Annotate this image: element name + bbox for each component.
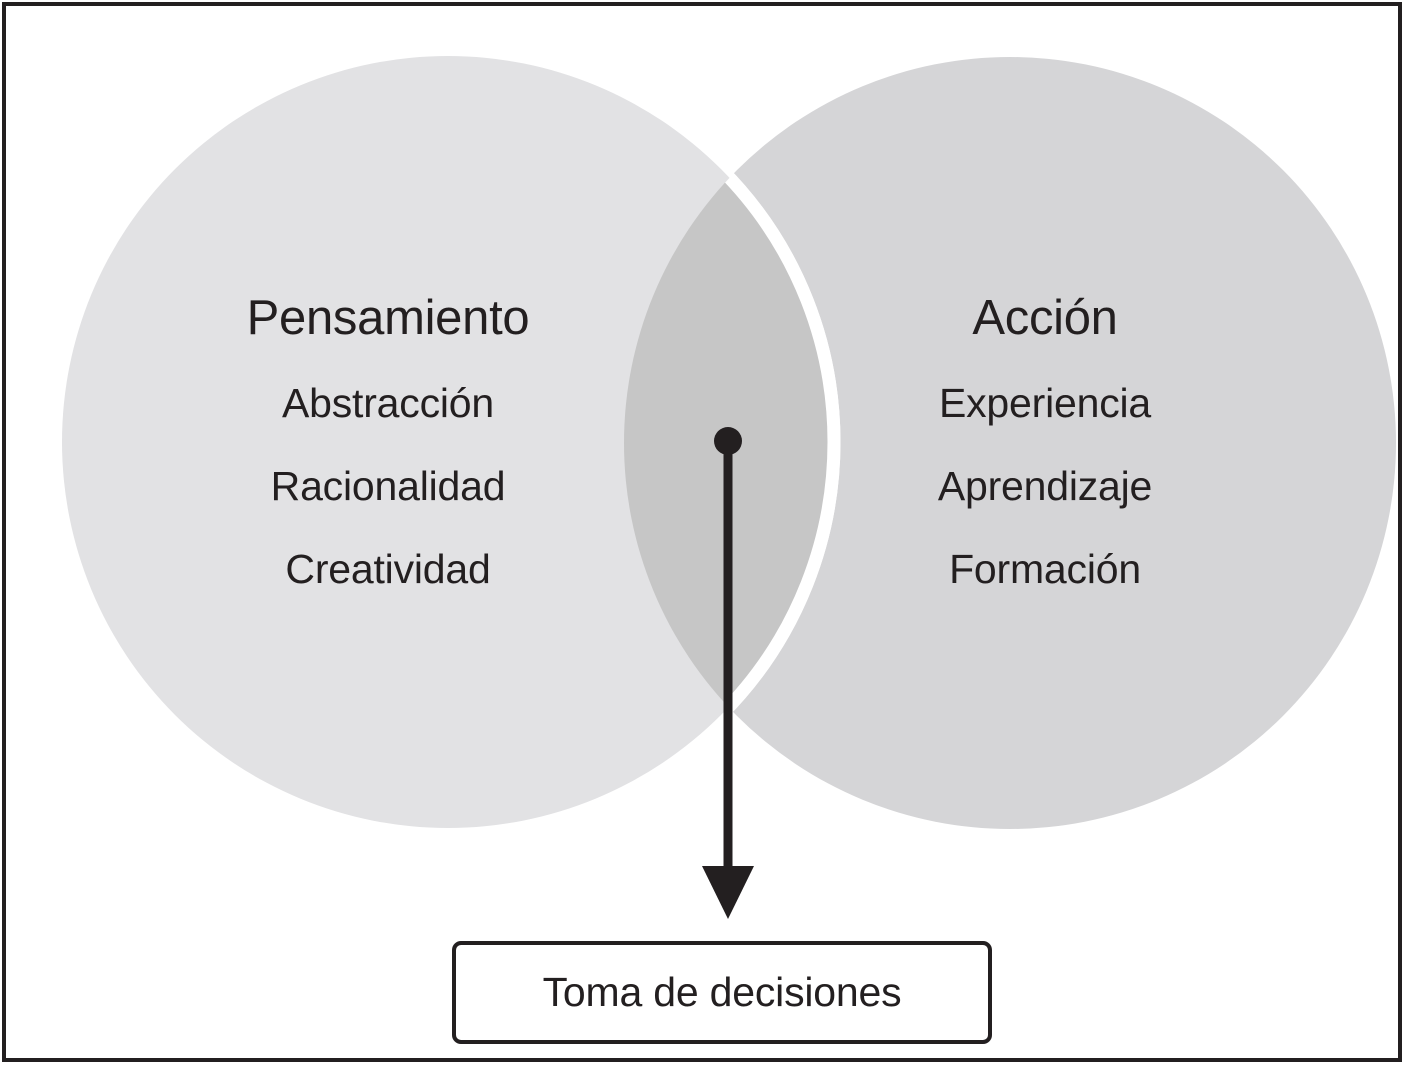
venn-left-item-3: Creatividad (285, 546, 491, 592)
venn-left-item-2: Racionalidad (270, 463, 506, 509)
diagram-frame-border (2, 2, 1402, 1062)
venn-circle-right (624, 57, 1396, 829)
venn-right-title: Acción (972, 291, 1118, 345)
outcome-box: Toma de decisiones (452, 941, 992, 1044)
venn-circle-left (62, 56, 834, 828)
venn-right-item-3: Formación (949, 546, 1141, 592)
venn-left-item-1: Abstracción (281, 380, 494, 426)
venn-left-label-group: Pensamiento Abstracción Racionalidad Cre… (188, 294, 588, 590)
venn-left-title: Pensamiento (246, 291, 530, 345)
venn-separator-arc (624, 57, 841, 829)
connector-arrow (702, 427, 754, 919)
venn-right-label-group: Acción Experiencia Aprendizaje Formación (845, 294, 1245, 590)
venn-right-item-1: Experiencia (938, 380, 1152, 426)
connector-arrowhead-icon (702, 866, 754, 919)
outcome-label: Toma de decisiones (542, 969, 902, 1015)
venn-right-item-2: Aprendizaje (937, 463, 1153, 509)
